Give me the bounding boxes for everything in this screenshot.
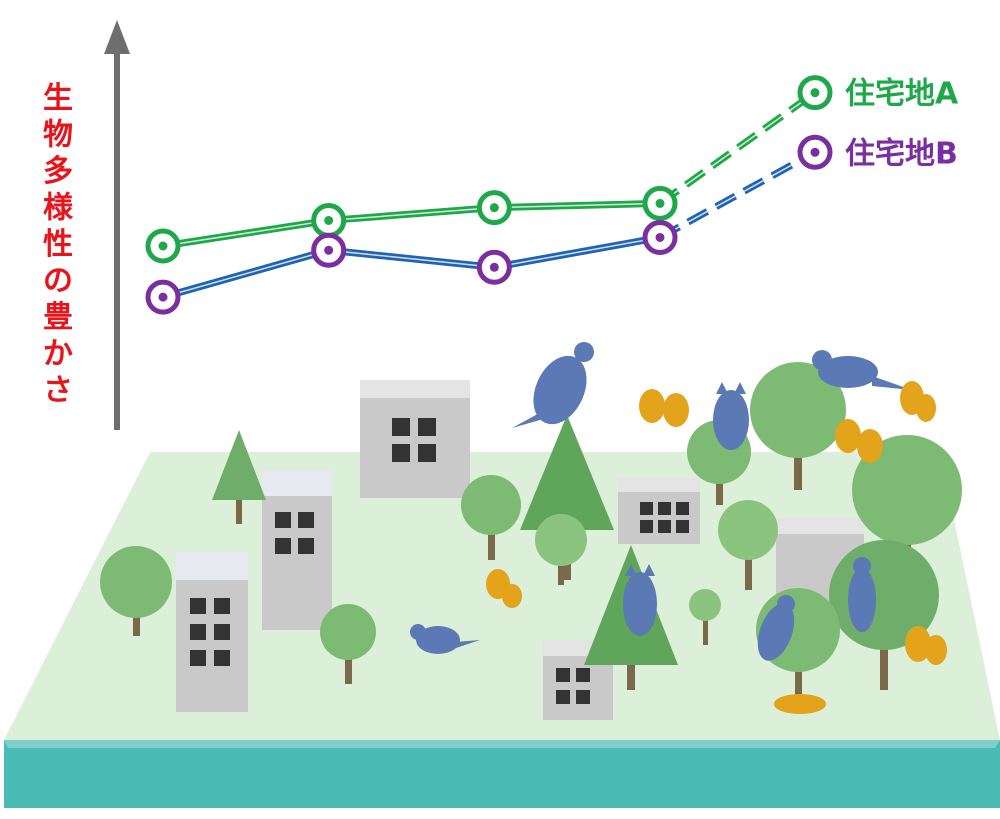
series-line-highlight bbox=[494, 202, 661, 209]
bird-icon bbox=[812, 350, 912, 390]
building-icon bbox=[262, 470, 332, 630]
butterfly-icon bbox=[900, 381, 936, 422]
series-line-highlight bbox=[494, 236, 661, 269]
bird-icon bbox=[512, 342, 594, 428]
building-icon bbox=[176, 552, 248, 712]
data-point-center bbox=[158, 292, 168, 302]
data-point-center bbox=[655, 198, 665, 208]
owl-icon bbox=[713, 382, 749, 450]
y-axis-arrowhead bbox=[104, 20, 130, 54]
series-line-highlight bbox=[162, 249, 329, 298]
series-line-highlight bbox=[328, 206, 495, 222]
series-layer bbox=[145, 75, 833, 315]
series-line-highlight bbox=[659, 92, 816, 205]
series-b bbox=[145, 134, 833, 315]
tree-icon bbox=[750, 362, 846, 490]
tree-icon bbox=[689, 589, 721, 645]
tree-icon bbox=[461, 475, 521, 560]
legend-label-a: 住宅地A bbox=[845, 77, 959, 112]
data-point-center bbox=[324, 215, 334, 225]
butterfly-icon bbox=[486, 569, 522, 608]
y-axis-label-text: 生物多様性の豊かさ bbox=[43, 81, 74, 408]
legend-label-b: 住宅地B bbox=[845, 136, 958, 171]
y-axis-label: 生物多様性の豊かさ bbox=[43, 81, 74, 408]
butterfly-icon bbox=[835, 419, 883, 463]
building-icon bbox=[618, 478, 700, 544]
town-illustration bbox=[4, 342, 1000, 808]
data-point-center bbox=[489, 203, 499, 213]
butterfly-icon bbox=[774, 694, 826, 714]
ground-edge-highlight bbox=[4, 740, 1000, 748]
bird-icon bbox=[410, 624, 480, 654]
building-icon bbox=[360, 380, 470, 498]
series-line-highlight bbox=[328, 249, 495, 269]
series-line-highlight bbox=[162, 219, 329, 247]
series-a bbox=[145, 75, 833, 264]
series-line-highlight bbox=[659, 151, 816, 239]
tree-icon bbox=[212, 430, 266, 524]
bird-icon bbox=[848, 557, 876, 632]
data-point-center bbox=[810, 88, 820, 98]
data-point-center bbox=[489, 262, 499, 272]
butterfly-icon bbox=[905, 626, 947, 665]
data-point-center bbox=[810, 147, 820, 157]
ground-edge bbox=[4, 740, 1000, 808]
tree-icon bbox=[320, 604, 376, 684]
owl-icon bbox=[623, 564, 657, 636]
bird-icon bbox=[757, 595, 795, 661]
tree-icon bbox=[535, 514, 587, 585]
data-point-center bbox=[158, 241, 168, 251]
data-point-center bbox=[655, 232, 665, 242]
tree-icon bbox=[100, 546, 172, 636]
y-axis bbox=[104, 20, 130, 430]
legend: 住宅地A 住宅地B bbox=[845, 77, 959, 172]
butterfly-icon bbox=[639, 389, 689, 427]
tree-icon bbox=[718, 500, 778, 590]
data-point-center bbox=[324, 245, 334, 255]
